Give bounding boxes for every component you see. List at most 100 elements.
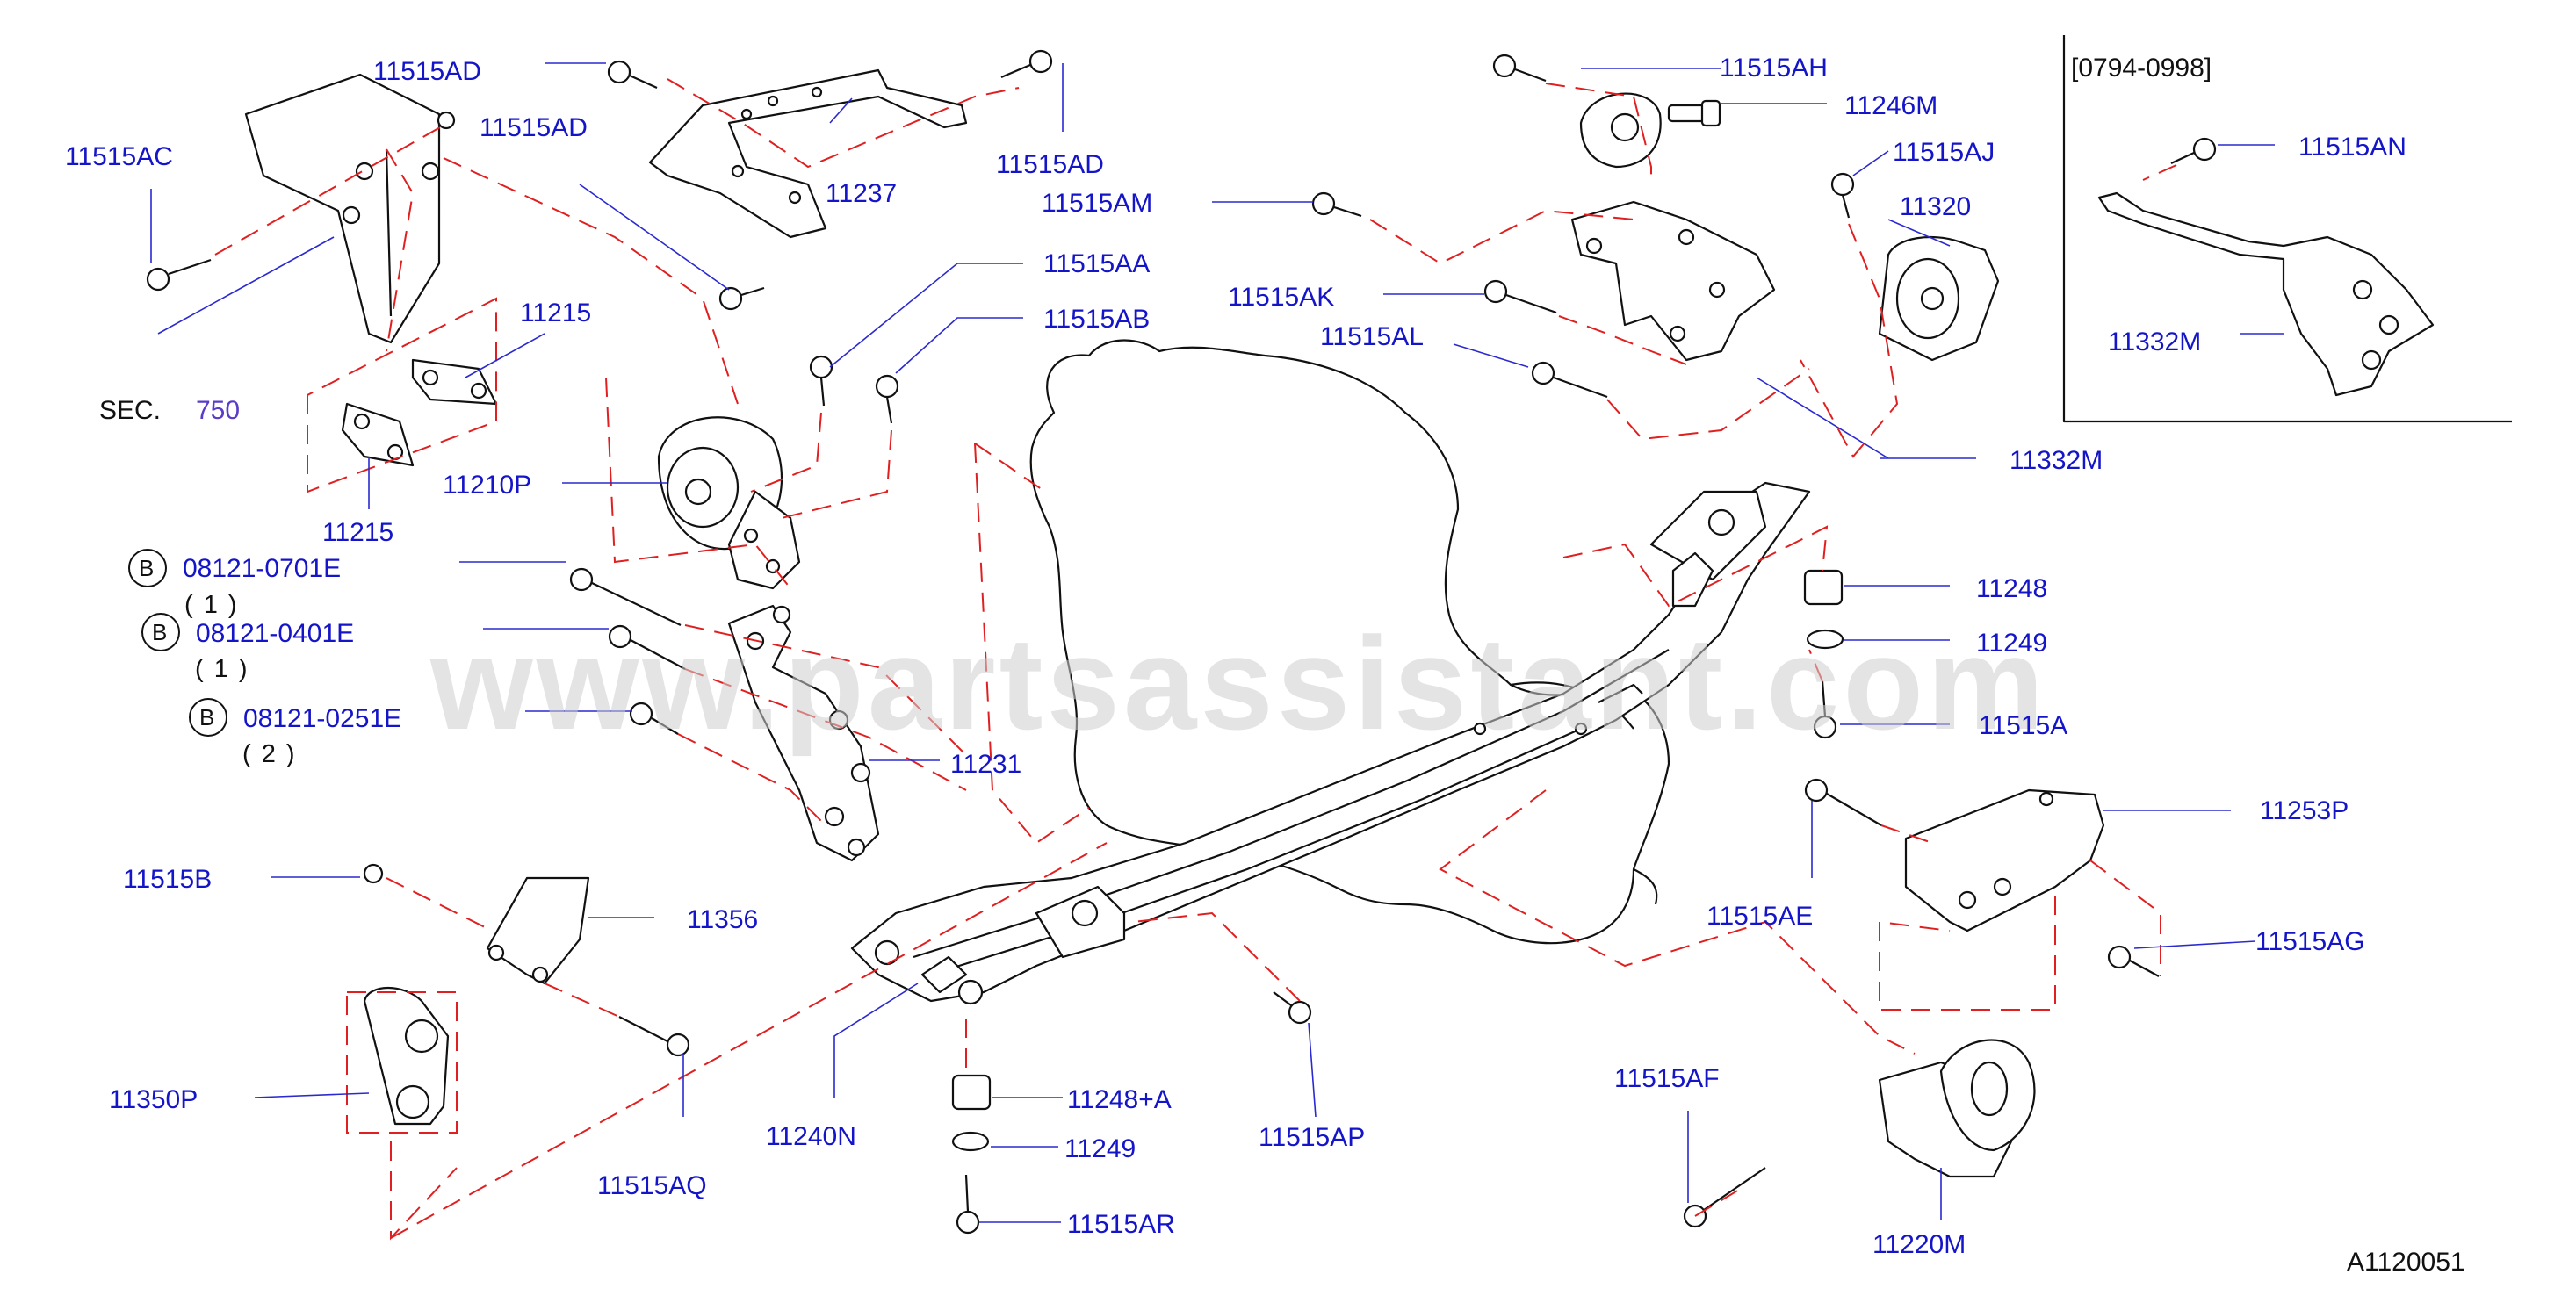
b-circle-icon <box>189 698 227 737</box>
watermark-text: www.partsassistant.com <box>429 609 2047 757</box>
assembly-dashed-lines <box>214 78 2177 1241</box>
label-11215-b[interactable]: 11215 <box>322 518 393 547</box>
mount-11320 <box>1878 235 2000 362</box>
part-labels: 11515AD 11515AC 11515AD 11237 11515AD 11… <box>65 54 2465 1277</box>
b-circle-icon <box>141 613 180 652</box>
bolt-code-1: B 08121-0701E ( 1 ) <box>128 549 341 619</box>
label-11515ad-b[interactable]: 11515AD <box>996 150 1104 179</box>
label-08121-0251e[interactable]: 08121-0251E <box>243 704 401 733</box>
label-11515ad-c[interactable]: 11515AD <box>480 113 588 142</box>
label-11249-b[interactable]: 11249 <box>1064 1134 1136 1163</box>
bolt-08121-0401e-icon <box>608 624 686 670</box>
cap-11246m <box>1579 92 1721 169</box>
label-11210p[interactable]: 11210P <box>443 471 531 500</box>
bushings-11248a <box>951 1074 992 1152</box>
label-08121-0401e[interactable]: 08121-0401E <box>196 619 354 648</box>
label-11515am[interactable]: 11515AM <box>1042 189 1152 218</box>
inset-frame <box>2062 35 2512 423</box>
bracket-11356 <box>486 876 590 985</box>
label-qty-1a: ( 1 ) <box>184 591 239 619</box>
leader-lines <box>150 62 2284 1223</box>
label-11515ac[interactable]: 11515AC <box>65 142 173 171</box>
label-11515ad-a[interactable]: 11515AD <box>373 57 481 86</box>
b-letter: B <box>152 619 167 645</box>
label-11320[interactable]: 11320 <box>1900 192 1971 221</box>
label-11249-a[interactable]: 11249 <box>1976 629 2047 658</box>
label-11515ah[interactable]: 11515AH <box>1720 54 1828 83</box>
label-11246m[interactable]: 11246M <box>1844 91 1937 120</box>
b-letter: B <box>199 704 214 731</box>
bolt-11515aa-icon <box>809 355 833 407</box>
label-11515ap[interactable]: 11515AP <box>1259 1123 1365 1152</box>
label-11515ab[interactable]: 11515AB <box>1043 305 1150 334</box>
label-11515b[interactable]: 11515B <box>123 865 212 894</box>
label-qty-2: ( 2 ) <box>242 740 297 768</box>
mount-11253p <box>1904 788 2105 932</box>
bolt-code-3: B 08121-0251E ( 2 ) <box>189 698 401 768</box>
bolt-11515ae-icon <box>1804 778 1882 826</box>
bolt-11515ad-c-icon <box>718 286 765 311</box>
label-11240n[interactable]: 11240N <box>766 1122 856 1151</box>
bolt-11515ab-icon <box>875 374 899 424</box>
label-11231[interactable]: 11231 <box>950 750 1021 779</box>
bolt-08121-0701e-icon <box>569 567 682 626</box>
label-11248[interactable]: 11248 <box>1976 574 2047 603</box>
label-11515ae[interactable]: 11515AE <box>1707 902 1813 931</box>
bolt-11515al-icon <box>1531 361 1608 399</box>
bolt-11515ac-icon <box>146 258 212 292</box>
label-11237[interactable]: 11237 <box>826 179 897 208</box>
bolt-11515a-icon <box>1813 680 1837 739</box>
label-11332m-a[interactable]: 11332M <box>2010 446 2103 475</box>
bracket-sec750 <box>244 73 456 344</box>
label-11515al[interactable]: 11515AL <box>1320 322 1424 351</box>
label-08121-0701e[interactable]: 08121-0701E <box>183 554 341 583</box>
figure-id: A1120051 <box>2347 1248 2465 1277</box>
label-11515aq[interactable]: 11515AQ <box>597 1171 707 1200</box>
label-11515aa[interactable]: 11515AA <box>1043 249 1150 278</box>
label-11248-a[interactable]: 11248+A <box>1067 1085 1172 1114</box>
label-qty-1b: ( 1 ) <box>195 655 249 683</box>
bolt-11515ad-b-icon <box>1000 49 1053 79</box>
bolt-11515am-icon <box>1311 191 1362 218</box>
bolt-11515ad-a-icon <box>607 60 658 90</box>
b-letter: B <box>139 555 154 581</box>
label-11332m-b[interactable]: 11332M <box>2108 328 2201 356</box>
label-11515af[interactable]: 11515AF <box>1614 1064 1720 1093</box>
mount-11220m <box>1878 1039 2036 1178</box>
nut-11515b-icon <box>363 863 384 884</box>
label-11253p[interactable]: 11253P <box>2260 796 2349 825</box>
bracket-11237 <box>648 68 968 239</box>
label-11515ag[interactable]: 11515AG <box>2255 927 2365 956</box>
bolt-11515aj-icon <box>1830 172 1855 219</box>
bolt-code-2: B 08121-0401E ( 1 ) <box>141 613 354 683</box>
bolt-11515ap-icon <box>1273 991 1312 1025</box>
label-11215-a[interactable]: 11215 <box>520 299 591 328</box>
label-11515ar[interactable]: 11515AR <box>1067 1210 1175 1239</box>
label-11350p[interactable]: 11350P <box>109 1085 198 1114</box>
label-11515an[interactable]: 11515AN <box>2298 133 2406 162</box>
bracket-11231 <box>727 604 880 862</box>
bushings-11248 <box>1803 569 1844 650</box>
crossmember-11240n <box>850 481 1811 1005</box>
b-circle-icon <box>128 549 167 587</box>
label-11220m[interactable]: 11220M <box>1872 1230 1966 1259</box>
mount-11332m <box>1570 200 1776 362</box>
mount-11210p <box>657 416 801 590</box>
label-sec: SEC. <box>99 396 161 425</box>
bolt-11515ag-icon <box>2107 945 2160 977</box>
mount-11350p <box>363 986 450 1126</box>
bolt-11515ak-icon <box>1483 279 1557 314</box>
label-11515aj[interactable]: 11515AJ <box>1893 138 1995 167</box>
label-11515ak[interactable]: 11515AK <box>1228 283 1334 312</box>
label-date-range: [0794-0998] <box>2071 54 2212 83</box>
bolt-11515an-icon <box>2170 137 2217 164</box>
label-11515a[interactable]: 11515A <box>1979 711 2067 740</box>
bolts <box>146 49 2217 1235</box>
bushings-11215 <box>341 358 498 467</box>
bolt-11515ah-icon <box>1492 54 1547 83</box>
bolt-11515ar-icon <box>956 1174 980 1235</box>
label-sec-750[interactable]: 750 <box>196 396 240 425</box>
label-11356[interactable]: 11356 <box>687 905 758 934</box>
